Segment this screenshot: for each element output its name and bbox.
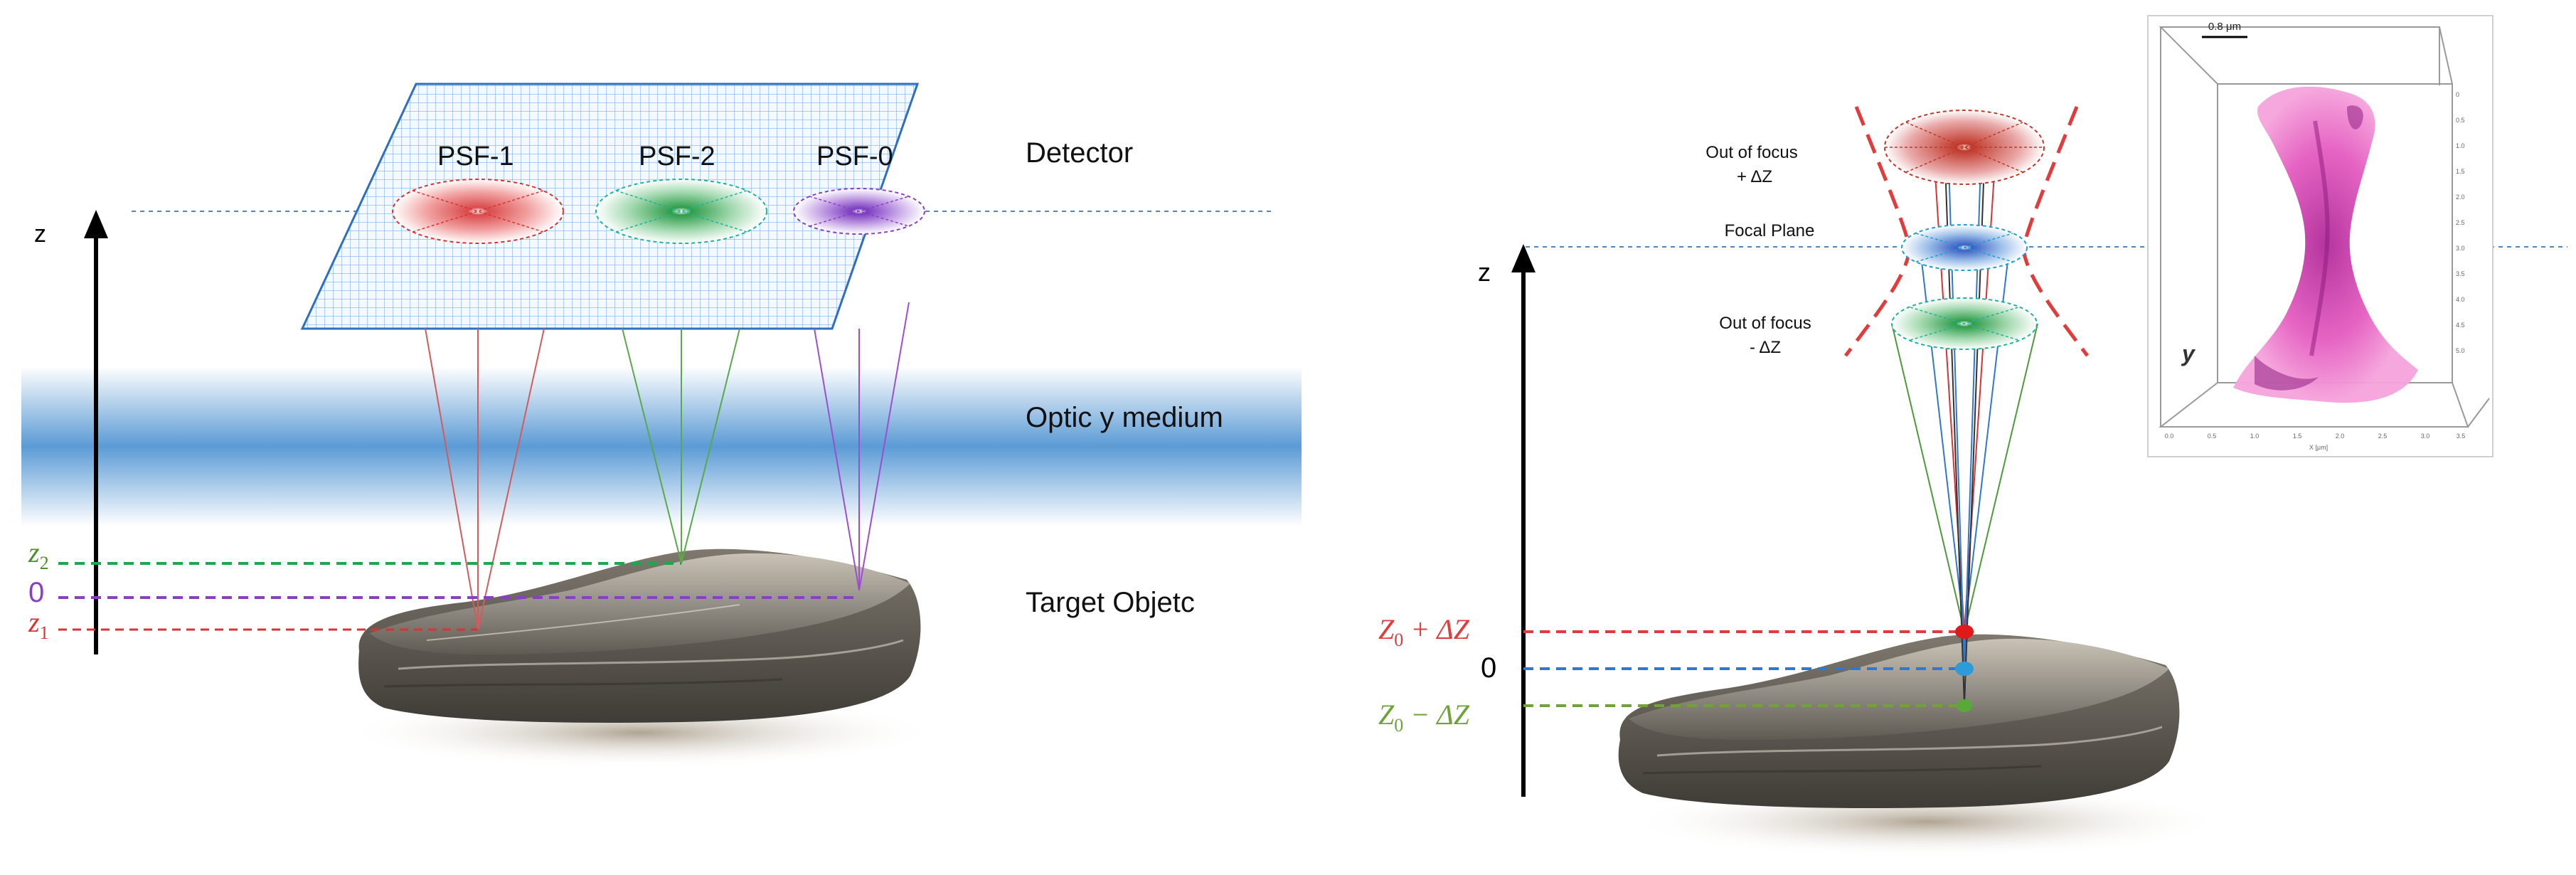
- target-object-label: Target Objetc: [1026, 587, 1195, 618]
- focal-plane-label: Focal Plane: [1725, 221, 1815, 240]
- out-of-focus-plus-line2: + ΔZ: [1737, 167, 1772, 186]
- psf2-spot: [595, 179, 767, 244]
- optic-medium-band: [21, 366, 1302, 526]
- z0-plus-dz-point: [1955, 625, 1974, 639]
- psf0-spot: [793, 188, 925, 235]
- svg-text:3.5: 3.5: [2456, 270, 2465, 277]
- inset-scale-label: 0.8 μm: [2208, 21, 2241, 33]
- z0-minus-dz-point: [1957, 699, 1972, 712]
- psf-out-of-focus-minus: [1891, 297, 2038, 350]
- psf-3d-inset: 0.8 μm y 0 0.5 1.0 1.5 2.0 2.5 3.0 3.5 4…: [2147, 15, 2493, 457]
- psf1-label: PSF-1: [437, 142, 514, 171]
- svg-text:2.0: 2.0: [2456, 193, 2465, 201]
- psf0-label: PSF-0: [816, 142, 893, 171]
- svg-text:0.5: 0.5: [2208, 433, 2217, 440]
- svg-text:2.5: 2.5: [2378, 433, 2388, 440]
- inset-psf-volume: [2233, 86, 2418, 403]
- psf-focal-plane: [1901, 224, 2028, 271]
- out-of-focus-minus-line2: - ΔZ: [1750, 338, 1781, 357]
- zero-label: 0: [1481, 652, 1496, 684]
- svg-text:2.5: 2.5: [2456, 219, 2465, 226]
- svg-text:1.5: 1.5: [2456, 168, 2465, 175]
- svg-text:1.5: 1.5: [2293, 433, 2302, 440]
- right-target-object-rock: [1618, 634, 2180, 808]
- zero-level-label: 0: [28, 577, 44, 608]
- z1-level-label: z1: [28, 606, 49, 643]
- inset-x-ticks: 0.0 0.5 1.0 1.5 2.0 2.5 3.0 3.5: [2165, 433, 2466, 440]
- svg-text:0: 0: [2456, 91, 2459, 98]
- svg-text:3.5: 3.5: [2457, 433, 2466, 440]
- right-z-axis-label: z: [1478, 258, 1491, 287]
- svg-text:0.5: 0.5: [2456, 117, 2465, 124]
- inset-y-label: y: [2181, 341, 2196, 366]
- z2-level-label: z2: [28, 536, 49, 573]
- svg-text:4.0: 4.0: [2456, 296, 2465, 303]
- svg-text:1.0: 1.0: [2250, 433, 2260, 440]
- psf0-rays: [814, 302, 910, 591]
- left-z-axis: [84, 210, 108, 654]
- detector-label: Detector: [1026, 137, 1133, 169]
- psf-out-of-focus-plus: [1884, 110, 2045, 185]
- svg-text:3.0: 3.0: [2421, 433, 2430, 440]
- psf1-spot: [392, 179, 564, 244]
- right-panel: z: [1378, 106, 2567, 857]
- left-panel: z: [21, 83, 1302, 768]
- svg-text:5.0: 5.0: [2456, 347, 2465, 354]
- left-z-axis-label: z: [34, 221, 46, 248]
- z0-minus-dz-label: Z0 − ΔZ: [1378, 699, 1470, 736]
- optic-medium-label: Optic y medium: [1026, 402, 1223, 433]
- psf2-label: PSF-2: [639, 142, 715, 171]
- svg-text:2.0: 2.0: [2336, 433, 2345, 440]
- psf2-rays: [622, 328, 740, 564]
- svg-text:3.0: 3.0: [2456, 245, 2465, 252]
- svg-text:4.5: 4.5: [2456, 322, 2465, 329]
- z0-plus-dz-label: Z0 + ΔZ: [1378, 613, 1470, 650]
- psf1-rays: [425, 328, 545, 630]
- out-of-focus-plus-line1: Out of focus: [1705, 143, 1797, 162]
- out-of-focus-minus-line1: Out of focus: [1719, 314, 1811, 333]
- inset-x-axis-unit: X [μm]: [2309, 444, 2328, 451]
- left-target-object-rock: [358, 548, 921, 723]
- svg-text:0.0: 0.0: [2165, 433, 2174, 440]
- zero-point: [1955, 662, 1974, 676]
- inset-y-ticks: 0 0.5 1.0 1.5 2.0 2.5 3.0 3.5 4.0 4.5 5.…: [2456, 91, 2465, 354]
- inset-3d-box: [2159, 26, 2490, 428]
- svg-text:1.0: 1.0: [2456, 142, 2465, 149]
- right-z-axis: [1511, 244, 1536, 797]
